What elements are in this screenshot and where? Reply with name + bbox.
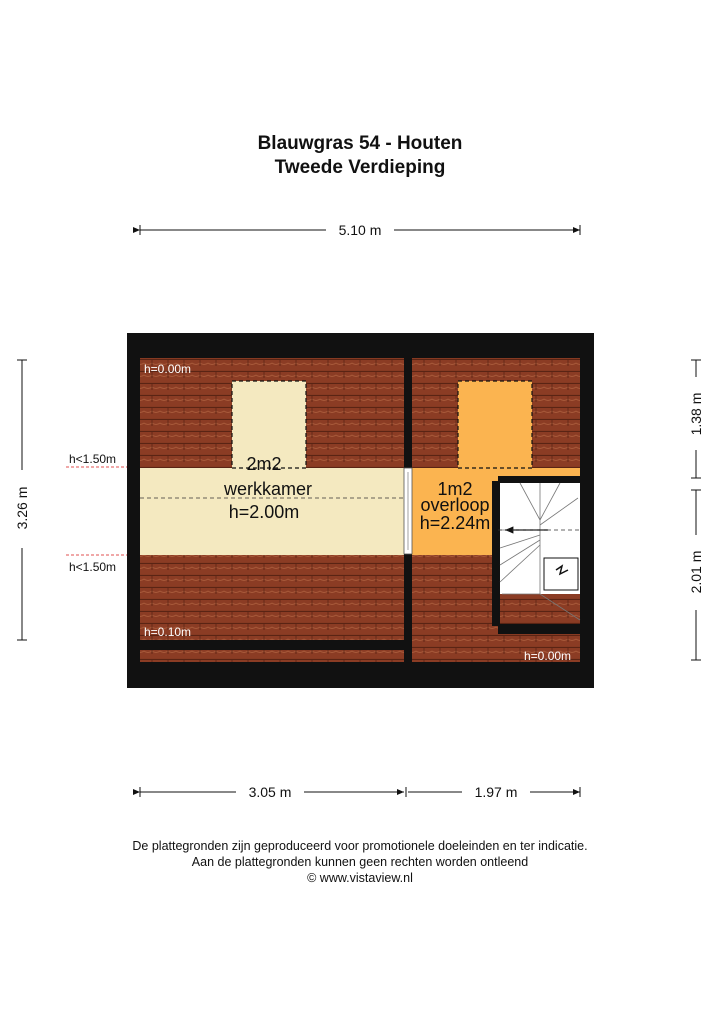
roof-slope-bottom-mid — [412, 555, 498, 662]
roof-slope-under-stair — [498, 594, 580, 624]
werkkamer-dormer — [231, 380, 307, 469]
roof-strip-bottom-left — [140, 650, 404, 662]
total-width-label: 5.10 m — [339, 222, 382, 238]
total-depth-label: 3.26 m — [14, 487, 30, 530]
dimension-total-width: 5.10 m — [133, 222, 581, 238]
werkkamer-floor — [140, 468, 404, 555]
overloop-name: overloop — [420, 495, 489, 515]
werkkamer-height: h=2.00m — [229, 502, 300, 522]
right-upper-label: 1.38 m — [688, 393, 704, 436]
floor-title: Tweede Verdieping — [274, 157, 446, 178]
height-bottom-right: h=0.00m — [524, 649, 571, 663]
werkkamer-name: werkkamer — [223, 479, 312, 499]
plan-title: Blauwgras 54 - Houten — [257, 133, 463, 154]
werkkamer-area: 2m2 — [246, 454, 281, 474]
roof-slope-bottom-left — [140, 555, 404, 640]
height-bottom-left: h=0.10m — [144, 625, 191, 639]
height-limit-lower: h<1.50m — [69, 560, 116, 574]
dimension-bottom-right: 1.97 m — [408, 784, 581, 800]
dimension-right: 1.38 m 2.01 m — [688, 359, 704, 661]
boiler-icon — [555, 564, 569, 576]
height-top-left: h=0.00m — [144, 362, 191, 376]
overloop-height: h=2.24m — [420, 513, 491, 533]
right-lower-label: 2.01 m — [688, 551, 704, 594]
overloop-area: 1m2 — [437, 479, 472, 499]
bottom-left-label: 3.05 m — [249, 784, 292, 800]
roof-slope-bottom-right — [498, 634, 580, 662]
height-limit-upper: h<1.50m — [69, 452, 116, 466]
dimension-bottom-left: 3.05 m — [133, 784, 407, 800]
dimension-total-depth: 3.26 m — [14, 359, 30, 641]
copyright-line: © www.vistaview.nl — [307, 871, 413, 885]
overloop-dormer — [457, 380, 533, 469]
bottom-right-label: 1.97 m — [475, 784, 518, 800]
staircase — [499, 482, 581, 621]
disclaimer-line-2: Aan de plattegronden kunnen geen rechten… — [191, 855, 529, 869]
disclaimer-line-1: De plattegronden zijn geproduceerd voor … — [132, 839, 588, 853]
